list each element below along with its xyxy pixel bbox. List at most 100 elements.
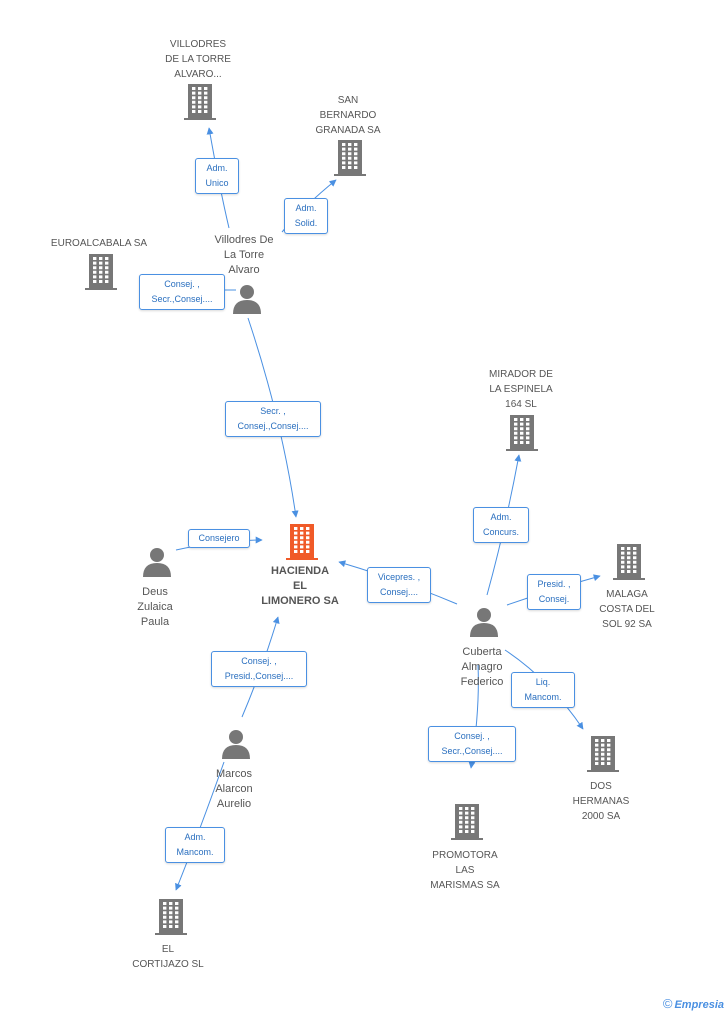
edge-label-villodres-person-to-villodres-torre-alvaro-co[interactable]: Adm. Unico: [195, 158, 239, 194]
edge-label-line: Adm.: [490, 512, 512, 522]
building-icon[interactable]: [184, 84, 216, 120]
node-label-line: ALVARO...: [174, 69, 222, 80]
node-label-line: EL: [292, 580, 308, 592]
node-label-line: Zulaica: [137, 601, 173, 613]
node-label-line: MIRADOR DE: [489, 369, 553, 380]
building-icon[interactable]: [155, 899, 187, 935]
edge-label-villodres-person-to-san-bernardo[interactable]: Adm. Solid.: [284, 198, 328, 234]
edge-label-line: Vicepres. ,: [377, 572, 421, 582]
edge-label-line: Presid.,Consej....: [224, 671, 294, 681]
node-label-line: HERMANAS: [572, 796, 630, 807]
edge-label-line: Liq.: [535, 677, 551, 687]
edge-label-line: Secr.,Consej....: [151, 294, 213, 304]
edge-label-cuberta-to-hacienda[interactable]: Vicepres. , Consej....: [367, 567, 431, 603]
node-label-dos-hermanas[interactable]: DOS HERMANAS 2000 SA: [546, 779, 656, 824]
node-label-line: EL: [161, 944, 175, 955]
building-icon[interactable]: [85, 254, 117, 290]
footer-brand[interactable]: ©Empresia: [663, 996, 724, 1011]
node-label-mirador[interactable]: MIRADOR DE LA ESPINELA 164 SL: [466, 367, 576, 412]
node-label-line: BERNARDO: [319, 110, 377, 121]
building-icon[interactable]: [334, 140, 366, 176]
person-icon[interactable]: [470, 608, 498, 637]
edge-label-cuberta-to-dos-hermanas[interactable]: Liq. Mancom.: [511, 672, 575, 708]
edge-label-line: Solid.: [294, 218, 318, 228]
node-label-line: Alarcon: [215, 783, 253, 795]
edge-label-line: Consej. ,: [241, 656, 277, 666]
node-label-line: MARISMAS SA: [430, 880, 500, 891]
node-label-line: VILLODRES: [169, 39, 227, 50]
node-label-line: Federico: [460, 676, 504, 688]
node-label-euroalcabala[interactable]: EUROALCABALA SA: [44, 236, 154, 251]
node-label-line: Paula: [140, 616, 170, 628]
node-label-line: COSTA DEL: [599, 604, 655, 615]
edge-label-line: Adm.: [295, 203, 317, 213]
node-label-line: La Torre: [223, 249, 265, 261]
edge-label-line: Concurs.: [482, 527, 519, 537]
node-label-villodres-torre-alvaro-co[interactable]: VILLODRES DE LA TORRE ALVARO...: [143, 37, 253, 82]
edge-label-line: Adm.: [184, 832, 206, 842]
edge-label-deus-to-hacienda[interactable]: Consejero: [188, 529, 250, 548]
edge-label-line: Consej.,Consej....: [237, 421, 309, 431]
edge-label-line: Unico: [205, 178, 229, 188]
copyright-icon: ©: [662, 996, 673, 1011]
node-label-line: Aurelio: [216, 798, 252, 810]
building-icon[interactable]: [506, 415, 538, 451]
edge-label-cuberta-to-mirador[interactable]: Adm. Concurs.: [473, 507, 529, 543]
node-label-line: SOL 92 SA: [602, 619, 652, 630]
edge-label-cuberta-to-promotora[interactable]: Consej. , Secr.,Consej....: [428, 726, 516, 762]
edge-label-line: Consej. ,: [454, 731, 490, 741]
edge-label-line: Adm.: [206, 163, 228, 173]
person-icon[interactable]: [222, 730, 250, 759]
node-label-san-bernardo[interactable]: SAN BERNARDO GRANADA SA: [293, 93, 403, 138]
edge-label-line: Mancom.: [524, 692, 562, 702]
building-icon[interactable]: [451, 804, 483, 840]
node-label-line: LIMONERO SA: [261, 595, 339, 607]
edge-label-villodres-person-to-euroalcabala[interactable]: Consej. , Secr.,Consej....: [139, 274, 225, 310]
edge-label-line: Consej. ,: [164, 279, 200, 289]
node-label-line: 2000 SA: [581, 811, 621, 822]
brand-name: Empresia: [674, 999, 724, 1011]
building-icon[interactable]: [286, 524, 318, 560]
node-label-line: Almagro: [461, 661, 503, 673]
node-label-line: CORTIJAZO SL: [132, 959, 204, 970]
edge-label-line: Consej.: [538, 594, 570, 604]
node-label-line: GRANADA SA: [315, 125, 381, 136]
node-label-line: 164 SL: [505, 399, 537, 410]
node-label-line: Cuberta: [462, 646, 502, 658]
node-label-line: Alvaro: [228, 264, 260, 276]
edge-label-villodres-person-to-hacienda[interactable]: Secr. , Consej.,Consej....: [225, 401, 321, 437]
edge-label-line: Consej....: [379, 587, 419, 597]
node-label-line: HACIENDA: [270, 565, 330, 577]
node-label-line: LAS: [455, 865, 475, 876]
node-label-promotora[interactable]: PROMOTORA LAS MARISMAS SA: [410, 848, 520, 893]
node-label-line: DE LA TORRE: [165, 54, 231, 65]
edge-label-cuberta-to-malaga[interactable]: Presid. , Consej.: [527, 574, 581, 610]
node-label-cortijazo[interactable]: EL CORTIJAZO SL: [113, 942, 223, 972]
edge-label-line: Consejero: [198, 533, 240, 543]
edge-label-marcos-to-cortijazo[interactable]: Adm. Mancom.: [165, 827, 225, 863]
node-label-hacienda[interactable]: HACIENDA EL LIMONERO SA: [245, 564, 355, 609]
node-label-line: DOS: [590, 781, 612, 792]
node-label-line: SAN: [337, 95, 359, 106]
person-icon[interactable]: [233, 285, 261, 314]
building-icon[interactable]: [613, 544, 645, 580]
node-label-line: Deus: [142, 586, 168, 598]
person-icon[interactable]: [143, 548, 171, 577]
node-label-line: PROMOTORA: [432, 850, 498, 861]
edge-label-line: Mancom.: [176, 847, 214, 857]
node-label-line: LA ESPINELA: [489, 384, 553, 395]
node-label-line: EUROALCABALA SA: [50, 238, 148, 249]
edge-label-marcos-to-hacienda[interactable]: Consej. , Presid.,Consej....: [211, 651, 307, 687]
building-icon[interactable]: [587, 736, 619, 772]
node-label-line: Villodres De: [214, 234, 274, 246]
edge-label-line: Secr. ,: [260, 406, 286, 416]
node-label-line: Marcos: [215, 768, 253, 780]
edge-label-line: Presid. ,: [537, 579, 571, 589]
edge-label-line: Secr.,Consej....: [441, 746, 503, 756]
